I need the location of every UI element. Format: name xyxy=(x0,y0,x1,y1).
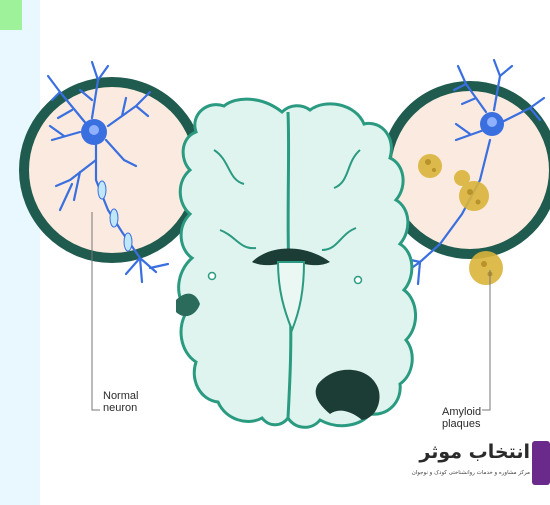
logo-title: انتخاب موثر xyxy=(419,441,530,463)
logo: انتخاب موثر مرکز مشاوره و خدمات روانشناخ… xyxy=(428,439,550,489)
normal-neuron-label-line2: neuron xyxy=(103,402,138,414)
amyloid-plaques-label-line2: plaques xyxy=(442,418,481,430)
normal-neuron-label: Normal neuron xyxy=(103,390,138,414)
logo-mark-icon xyxy=(532,441,550,485)
amyloid-leader-line xyxy=(482,270,490,410)
logo-subtitle: مرکز مشاوره و خدمات روانشناختی کودک و نو… xyxy=(412,470,530,476)
normal-neuron-magnifier xyxy=(24,62,200,410)
amyloid-plaques-label-line1: Amyloid xyxy=(442,406,481,418)
amyloid-plaques-label: Amyloid plaques xyxy=(442,406,481,430)
normal-neuron-label-line1: Normal xyxy=(103,390,138,402)
brain-coronal-section xyxy=(176,99,416,427)
